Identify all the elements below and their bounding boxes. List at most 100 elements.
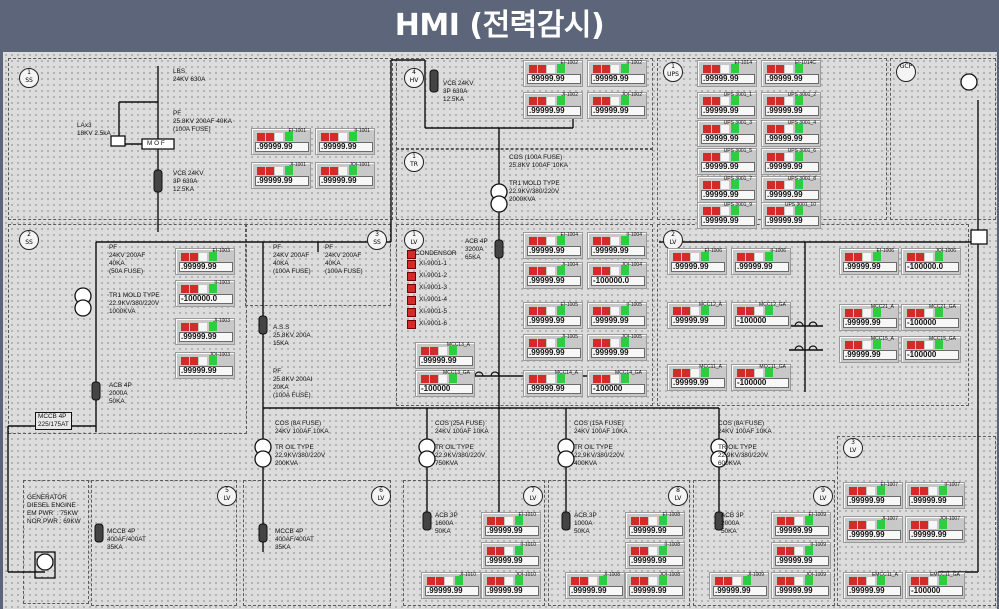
condensor-switch[interactable] <box>407 296 416 305</box>
alarm-indicator[interactable] <box>907 253 915 261</box>
meter-panel[interactable]: JQI-1007.99999.99 <box>905 516 965 543</box>
meter-panel[interactable]: EI-1008.99999.99 <box>625 512 685 539</box>
on-indicator[interactable] <box>731 152 739 161</box>
alarm-indicator[interactable] <box>703 207 711 215</box>
on-indicator[interactable] <box>557 374 565 383</box>
meter-panel[interactable]: MCC13_GA-100000 <box>415 370 475 397</box>
alarm-indicator[interactable] <box>487 577 495 585</box>
alarm-indicator[interactable] <box>767 97 775 105</box>
on-indicator[interactable] <box>557 338 565 347</box>
alarm-indicator[interactable] <box>487 517 495 525</box>
trip-indicator[interactable] <box>496 547 504 555</box>
meter-panel[interactable]: JI-1007.99999.99 <box>843 516 903 543</box>
alarm-indicator[interactable] <box>257 167 265 175</box>
meter-panel[interactable]: UPS 3001_8.99999.99 <box>761 176 821 203</box>
alarm-indicator[interactable] <box>529 237 537 245</box>
on-indicator[interactable] <box>701 368 709 377</box>
on-indicator[interactable] <box>805 546 813 555</box>
section-tag-gcp[interactable]: GCP <box>896 62 916 82</box>
on-indicator[interactable] <box>515 576 523 585</box>
on-indicator[interactable] <box>935 308 943 317</box>
on-indicator[interactable] <box>743 576 751 585</box>
meter-panel[interactable]: EI-1003.99999.99 <box>175 248 235 275</box>
alarm-indicator[interactable] <box>715 577 723 585</box>
meter-panel[interactable]: JI-1005.99999.99 <box>523 334 583 361</box>
trip-indicator[interactable] <box>916 341 924 349</box>
condensor-switch[interactable] <box>407 308 416 317</box>
alarm-indicator[interactable] <box>703 181 711 189</box>
trip-indicator[interactable] <box>190 323 198 331</box>
on-indicator[interactable] <box>515 546 523 555</box>
trip-indicator[interactable] <box>712 181 720 189</box>
trip-indicator[interactable] <box>496 517 504 525</box>
meter-panel[interactable]: JI-1001.99999.99 <box>251 162 311 189</box>
on-indicator[interactable] <box>449 374 457 383</box>
alarm-indicator[interactable] <box>593 65 601 73</box>
trip-indicator[interactable] <box>854 253 862 261</box>
alarm-indicator[interactable] <box>593 307 601 315</box>
trip-indicator[interactable] <box>640 577 648 585</box>
meter-panel[interactable]: MCC21_GA-100000 <box>901 304 961 331</box>
alarm-indicator[interactable] <box>529 375 537 383</box>
meter-panel[interactable]: MCC12_A.99999.99 <box>667 302 727 329</box>
trip-indicator[interactable] <box>538 339 546 347</box>
meter-panel[interactable]: JQI-1003.99999.99 <box>175 352 235 379</box>
meter-panel[interactable]: UPS 3001_2.99999.99 <box>761 92 821 119</box>
trip-indicator[interactable] <box>712 207 720 215</box>
trip-indicator[interactable] <box>712 97 720 105</box>
meter-panel[interactable]: JI-1004.99999.99 <box>523 262 583 289</box>
meter-panel[interactable]: EI-1014.99999.99 <box>697 60 757 87</box>
alarm-indicator[interactable] <box>737 307 745 315</box>
on-indicator[interactable] <box>805 516 813 525</box>
alarm-indicator[interactable] <box>767 125 775 133</box>
on-indicator[interactable] <box>599 576 607 585</box>
alarm-indicator[interactable] <box>849 521 857 529</box>
alarm-indicator[interactable] <box>181 357 189 365</box>
trip-indicator[interactable] <box>190 357 198 365</box>
on-indicator[interactable] <box>877 520 885 529</box>
meter-panel[interactable]: UPS 3001_3.99999.99 <box>697 120 757 147</box>
alarm-indicator[interactable] <box>673 369 681 377</box>
trip-indicator[interactable] <box>580 577 588 585</box>
meter-panel[interactable]: JI-1008.99999.99 <box>565 572 625 599</box>
on-indicator[interactable] <box>349 166 357 175</box>
alarm-indicator[interactable] <box>593 237 601 245</box>
condensor-switch[interactable] <box>407 260 416 269</box>
meter-panel[interactable]: II-1003-100000.0 <box>175 280 235 307</box>
trip-indicator[interactable] <box>682 307 690 315</box>
alarm-indicator[interactable] <box>907 309 915 317</box>
meter-panel[interactable]: JI-1002.99999.99 <box>523 92 583 119</box>
meter-panel[interactable]: EI-1009.99999.99 <box>771 512 831 539</box>
on-indicator[interactable] <box>795 96 803 105</box>
trip-indicator[interactable] <box>682 253 690 261</box>
meter-panel[interactable]: UPS 3001_5.99999.99 <box>697 148 757 175</box>
trip-indicator[interactable] <box>746 307 754 315</box>
on-indicator[interactable] <box>795 64 803 73</box>
trip-indicator[interactable] <box>920 521 928 529</box>
meter-panel[interactable]: UPS 3001_7.99999.99 <box>697 176 757 203</box>
meter-panel[interactable]: JI-1010.99999.99 <box>421 572 481 599</box>
condensor-switch[interactable] <box>407 272 416 281</box>
trip-indicator[interactable] <box>916 253 924 261</box>
on-indicator[interactable] <box>659 576 667 585</box>
meter-panel[interactable]: MCC15_A.99999.99 <box>839 336 899 363</box>
on-indicator[interactable] <box>731 96 739 105</box>
trip-indicator[interactable] <box>858 521 866 529</box>
trip-indicator[interactable] <box>746 253 754 261</box>
alarm-indicator[interactable] <box>571 577 579 585</box>
on-indicator[interactable] <box>701 306 709 315</box>
meter-panel[interactable]: EI-1006.99999.99 <box>667 248 727 275</box>
on-indicator[interactable] <box>659 516 667 525</box>
alarm-indicator[interactable] <box>529 307 537 315</box>
trip-indicator[interactable] <box>602 65 610 73</box>
meter-panel[interactable]: EI-1014C.99999.99 <box>761 60 821 87</box>
meter-panel[interactable]: EI-1002.99999.99 <box>523 60 583 87</box>
on-indicator[interactable] <box>877 486 885 495</box>
alarm-indicator[interactable] <box>777 547 785 555</box>
